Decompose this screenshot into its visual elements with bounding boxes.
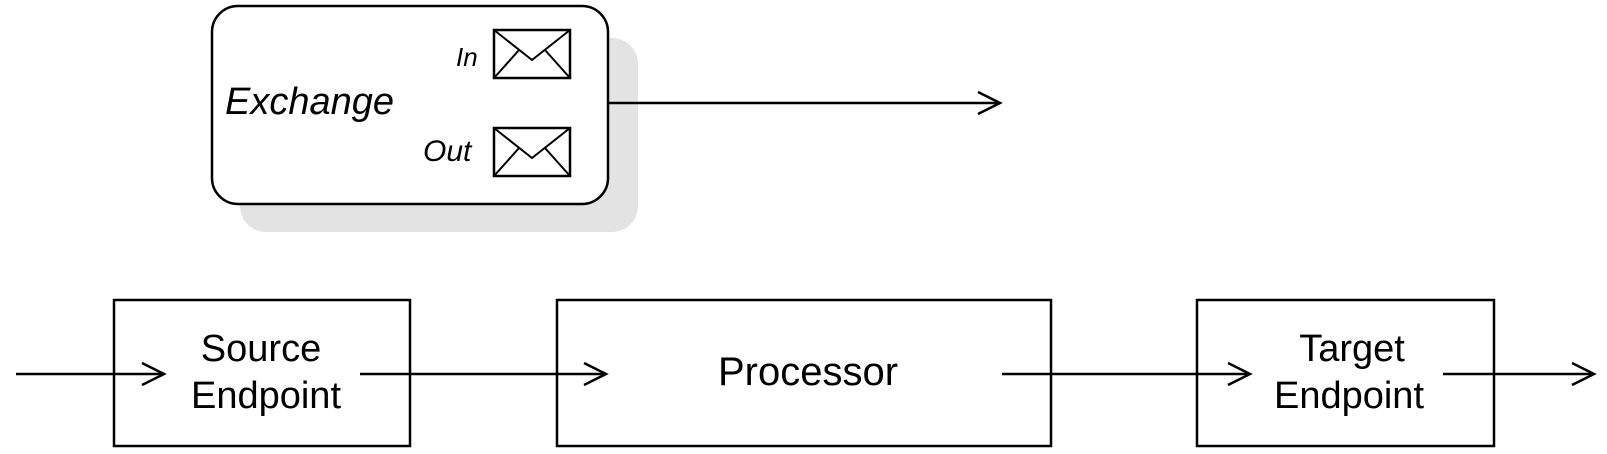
source-endpoint-line2: Endpoint	[191, 375, 341, 417]
out-envelope-icon	[492, 126, 572, 178]
processor-label: Processor	[718, 350, 898, 394]
output-arrow	[1443, 361, 1597, 387]
target-endpoint-line2: Endpoint	[1274, 375, 1424, 417]
exchange-group: Exchange In Out	[210, 4, 1003, 232]
source-to-processor-arrow	[360, 361, 609, 387]
exchange-arrow	[608, 90, 1003, 116]
out-label: Out	[423, 135, 473, 168]
exchange-label: Exchange	[225, 81, 394, 123]
input-arrow	[16, 361, 167, 387]
in-envelope-icon	[492, 28, 572, 80]
source-endpoint-line1: Source	[201, 328, 321, 370]
target-endpoint-line1: Target	[1299, 328, 1405, 370]
processor-to-target-arrow	[1002, 361, 1253, 387]
in-label: In	[456, 42, 478, 72]
